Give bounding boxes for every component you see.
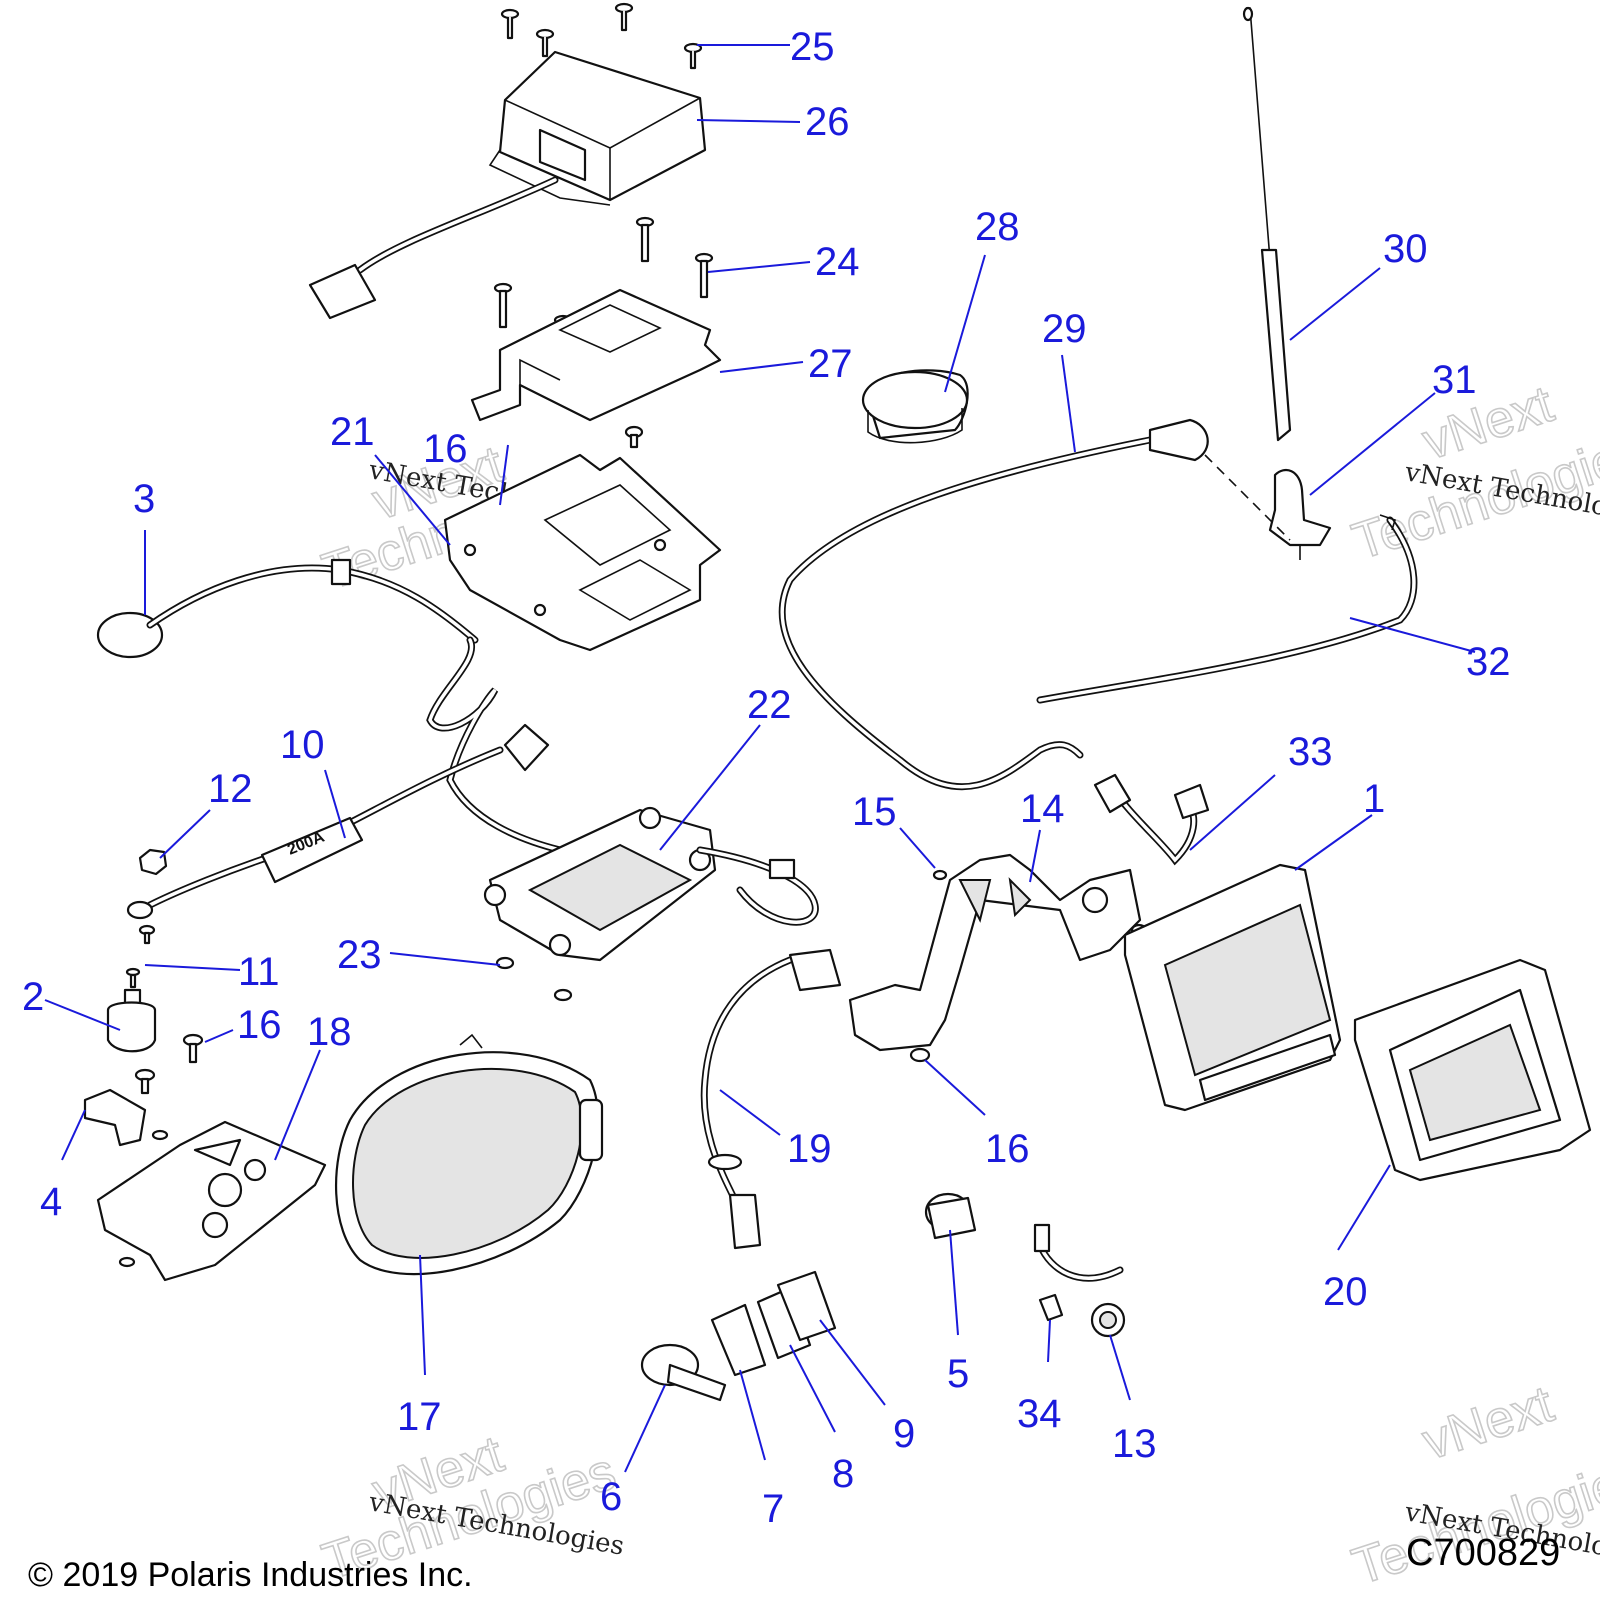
part-clip: [83, 1088, 147, 1147]
part-harness: [700, 948, 842, 1250]
part-screw-small: [125, 924, 156, 989]
part-antenna: [1242, 6, 1292, 442]
part-module: [308, 50, 707, 320]
callout-label: 23: [337, 933, 382, 977]
callout-label: 25: [790, 25, 835, 69]
copyright-notice: © 2019 Polaris Industries Inc.: [28, 1556, 473, 1594]
callout-label: 13: [1112, 1422, 1157, 1466]
part-instrument-cluster: [334, 1033, 604, 1276]
callout-label: 17: [397, 1395, 442, 1439]
callout-label: 29: [1042, 307, 1087, 351]
callout-label: 18: [307, 1010, 352, 1054]
callout-label: 28: [975, 205, 1020, 249]
callout-label: 1: [1363, 777, 1385, 821]
callout-label: 21: [330, 410, 375, 454]
callout-label: 6: [600, 1475, 622, 1519]
part-power-outlet: [924, 1192, 977, 1240]
callout-label: 4: [40, 1180, 62, 1224]
part-sensor-pad: [96, 558, 564, 854]
part-lower-bracket: [443, 425, 722, 652]
part-nut: [138, 848, 168, 876]
drawing-number: C700829: [1406, 1532, 1561, 1574]
callout-label: 19: [787, 1127, 832, 1171]
callout-label: 8: [832, 1452, 854, 1496]
part-pigtail: [1033, 1223, 1126, 1338]
callout-label: 10: [280, 723, 325, 767]
callout-label: 27: [808, 342, 853, 386]
callout-label: 14: [1020, 787, 1065, 831]
part-gateway: [483, 806, 819, 962]
part-terminal-post: [106, 988, 157, 1053]
callout-label: 24: [815, 240, 860, 284]
callout-label: 15: [852, 790, 897, 834]
callout-label: 16: [237, 1003, 282, 1047]
part-gps-puck: [861, 369, 969, 444]
part-display-bracket: [848, 853, 1148, 1063]
callout-label: 7: [762, 1487, 784, 1531]
part-jumper-harness: [1093, 773, 1210, 866]
callout-label: 16: [423, 427, 468, 471]
part-key-switch: [640, 1343, 727, 1402]
callout-label: 5: [947, 1352, 969, 1396]
watermark-right: vNext Technologies vNext Technologies: [1345, 374, 1600, 572]
part-dash-bracket: [96, 1120, 327, 1282]
part-grommets: [495, 956, 573, 1002]
callout-label: 2: [22, 975, 44, 1019]
callout-label: 31: [1432, 358, 1477, 402]
callout-label: 12: [208, 767, 253, 811]
callout-label: 20: [1323, 1270, 1368, 1314]
part-antenna-cable: [778, 418, 1291, 791]
part-ground-strap: [1036, 514, 1418, 704]
part-display: [1123, 863, 1342, 1112]
part-upper-bracket: [470, 288, 722, 422]
part-antenna-base: [1268, 468, 1332, 560]
watermark-br-big-1: vNext: [1416, 1375, 1561, 1471]
callout-label: 33: [1288, 730, 1333, 774]
part-fuse-cable: 200A: [126, 723, 550, 920]
callout-label: 22: [747, 683, 792, 727]
callout-label: 9: [893, 1412, 915, 1456]
callout-label: 11: [238, 950, 280, 994]
callout-label: 34: [1017, 1392, 1062, 1436]
callout-label: 32: [1466, 640, 1511, 684]
callout-label: 26: [805, 100, 850, 144]
callout-label: 16: [985, 1127, 1030, 1171]
part-switches: [710, 1270, 837, 1377]
callout-label: 3: [133, 477, 155, 521]
part-screw-left: [134, 1033, 204, 1095]
part-display-cover: [1353, 958, 1592, 1182]
part-screws-top: [500, 2, 703, 70]
callouts: 1 2 3 4 5 6 7 8 9 10 11 12 13 14 15 16 1…: [22, 25, 1511, 1531]
leader-lines: [44, 44, 1476, 1473]
callout-label: 30: [1383, 227, 1428, 271]
